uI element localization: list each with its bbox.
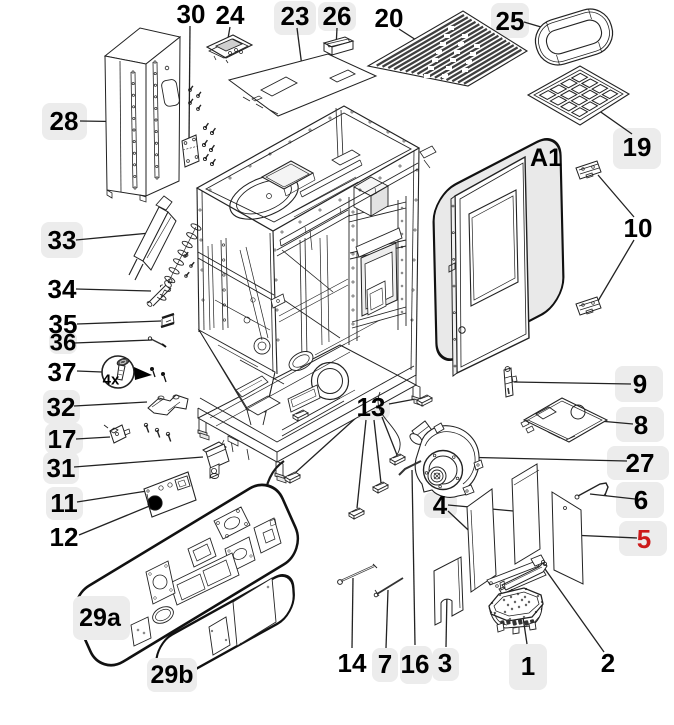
- svg-text:24: 24: [216, 0, 245, 30]
- svg-text:2: 2: [601, 648, 615, 678]
- svg-text:31: 31: [47, 453, 76, 483]
- svg-text:12: 12: [50, 522, 79, 552]
- svg-text:33: 33: [48, 225, 77, 255]
- svg-text:8: 8: [634, 410, 648, 440]
- svg-text:35: 35: [49, 309, 78, 339]
- svg-text:10: 10: [624, 213, 653, 243]
- svg-text:5: 5: [637, 524, 651, 554]
- svg-text:23: 23: [281, 1, 310, 31]
- svg-text:9: 9: [633, 369, 647, 399]
- svg-text:32: 32: [47, 392, 76, 422]
- svg-text:11: 11: [50, 488, 78, 518]
- svg-text:20: 20: [375, 3, 404, 33]
- svg-text:29b: 29b: [150, 661, 193, 689]
- svg-text:A1: A1: [530, 144, 562, 172]
- svg-text:4x: 4x: [103, 372, 120, 389]
- svg-text:3: 3: [438, 648, 452, 678]
- svg-text:25: 25: [496, 6, 525, 36]
- svg-text:26: 26: [323, 1, 352, 31]
- svg-text:13: 13: [357, 392, 386, 422]
- svg-text:29a: 29a: [79, 604, 122, 632]
- svg-text:16: 16: [401, 649, 430, 679]
- svg-text:36: 36: [50, 330, 77, 357]
- svg-text:1: 1: [521, 651, 535, 681]
- svg-text:27: 27: [626, 448, 655, 478]
- svg-text:17: 17: [48, 424, 77, 454]
- svg-text:34: 34: [48, 274, 77, 304]
- svg-text:7: 7: [378, 649, 392, 679]
- svg-text:4: 4: [433, 490, 448, 520]
- svg-text:14: 14: [338, 648, 367, 678]
- svg-text:19: 19: [623, 132, 652, 162]
- svg-text:6: 6: [634, 485, 648, 515]
- svg-text:37: 37: [48, 357, 77, 387]
- svg-text:30: 30: [177, 0, 206, 29]
- svg-text:28: 28: [50, 106, 79, 136]
